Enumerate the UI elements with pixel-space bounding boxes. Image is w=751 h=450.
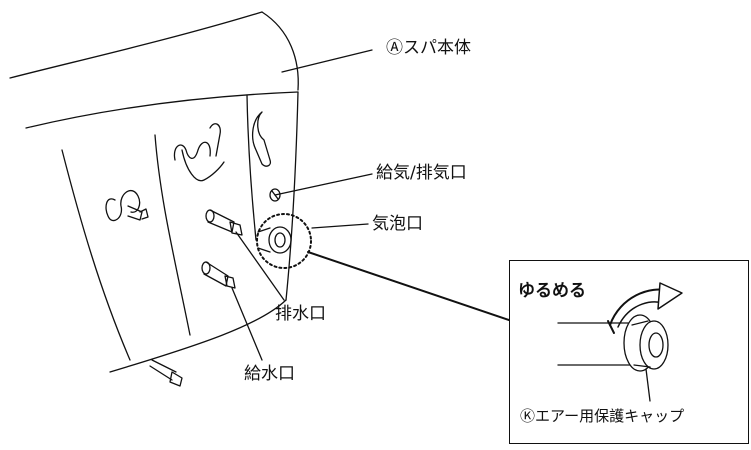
spa-body-label: Ⓐスパ本体 <box>386 38 471 58</box>
drain-port-icon <box>205 209 285 301</box>
loosen-arrow-icon <box>607 282 683 334</box>
middle-hook-icon <box>173 123 225 182</box>
left-fitting-icon <box>105 190 149 222</box>
cap-detail-inset: ゆるめる Ⓚエアー用保護キャップ <box>509 260 749 444</box>
air-cap-label: Ⓚエアー用保護キャップ <box>520 407 685 425</box>
cap-icon <box>557 314 669 402</box>
hose-icon <box>149 359 183 387</box>
air-port-label: 給気/排気口 <box>376 163 467 183</box>
right-hook-icon <box>251 111 272 167</box>
water-inlet-icon <box>201 261 263 361</box>
water-inlet-label: 給水口 <box>244 364 295 384</box>
loosen-label: ゆるめる <box>518 281 586 301</box>
spa-body-leader <box>281 49 373 73</box>
drain-port-label: 排水口 <box>275 304 326 324</box>
cap-detail-illustration <box>557 282 683 402</box>
bubble-port-icon <box>256 213 510 321</box>
bubble-port-label: 気泡口 <box>372 214 423 234</box>
spa-body-outline <box>9 11 299 373</box>
air-port-icon <box>269 173 373 202</box>
